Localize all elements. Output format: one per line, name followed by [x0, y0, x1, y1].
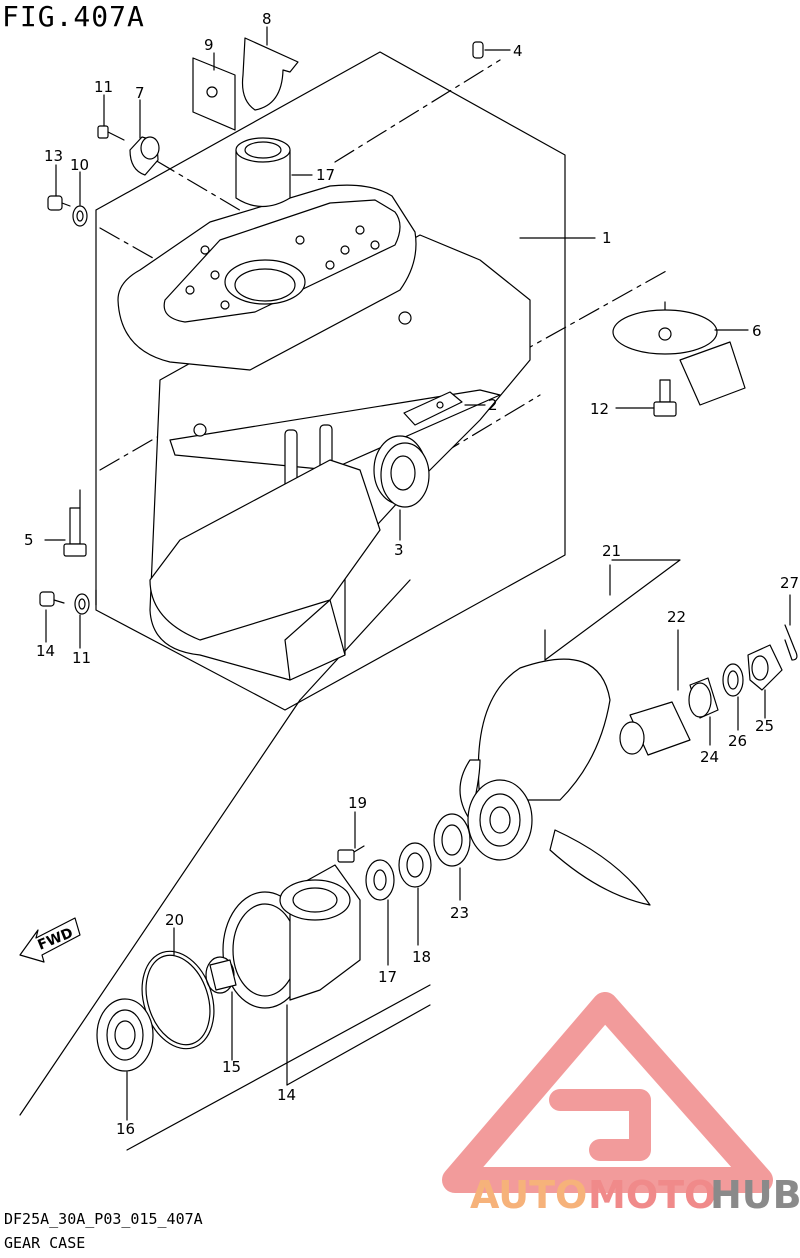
watermark-logo [442, 992, 773, 1193]
bushing [235, 137, 291, 208]
watermark-moto: MOTO [588, 1173, 716, 1217]
screw-12 [97, 125, 125, 141]
watermark-auto: AUTO [470, 1173, 587, 1217]
figure-name: GEAR CASE [4, 1234, 86, 1252]
plate-10 [192, 57, 236, 131]
callout-20: 20 [165, 911, 184, 929]
bolt-6 [63, 507, 87, 557]
cover-9 [241, 37, 299, 111]
callout-19: 19 [348, 794, 367, 812]
callout-7: 6 [752, 322, 762, 340]
nut-25 [747, 644, 783, 691]
anode-2 [403, 391, 463, 426]
callout-numbers: 1 2 17 3 4 5 6 7 8 9 10 11 11 12 13 14 1… [24, 10, 799, 1138]
spacer-24 [688, 677, 719, 719]
callout-23: 23 [450, 904, 469, 922]
callout-1: 1 [602, 229, 612, 247]
callout-6: 5 [24, 531, 34, 549]
bolt-13 [653, 379, 677, 417]
gear-case [117, 184, 531, 681]
washer-17a [398, 842, 432, 888]
bolt-14-upper [47, 195, 71, 211]
callout-5: 4 [513, 42, 523, 60]
figure-title: FIG.407A [2, 0, 145, 33]
bolt-19 [337, 845, 365, 863]
callout-2: 2 [488, 396, 498, 414]
callout-11-upper: 10 [70, 156, 89, 174]
thrust-bushing [619, 701, 691, 756]
callout-11-lower: 11 [72, 649, 91, 667]
callout-15: 14 [277, 1086, 296, 1104]
callout-26: 26 [728, 732, 747, 750]
callout-16: 15 [222, 1058, 241, 1076]
callout-22: 22 [667, 608, 686, 626]
callout-17a: 17 [378, 968, 397, 986]
bolt-14-lower [39, 591, 65, 607]
callout-14-lower: 14 [36, 642, 55, 660]
watermark-text: AUTO MOTO HUB [470, 1173, 800, 1217]
watermark-hub: HUB [710, 1173, 800, 1217]
propeller [459, 658, 651, 906]
washer-11-upper [72, 205, 88, 227]
washer-26 [722, 663, 744, 697]
fwd-arrow-icon: FWD [19, 917, 81, 963]
washer-17b [365, 859, 395, 901]
callout-9: 8 [262, 10, 272, 28]
assembly-bracket [95, 51, 566, 711]
bearing-housing [222, 864, 361, 1009]
figure-code: DF25A_30A_P03_015_407A [4, 1210, 203, 1228]
callout-leaders [44, 26, 791, 1151]
washer-23 [433, 813, 471, 867]
trim-tab [612, 309, 746, 406]
callout-17b: 18 [412, 948, 431, 966]
callout-10: 9 [204, 36, 214, 54]
callout-18: 16 [116, 1120, 135, 1138]
needle-bearing [205, 956, 237, 994]
bearing-4 [373, 435, 430, 508]
callout-24: 24 [700, 748, 719, 766]
callout-25: 25 [755, 717, 774, 735]
callout-27: 27 [780, 574, 799, 592]
grommet [129, 136, 160, 176]
callout-12: 11 [94, 78, 113, 96]
callout-4: 3 [394, 541, 404, 559]
bearing-18 [96, 998, 154, 1072]
callout-14-upper: 13 [44, 147, 63, 165]
callout-21: 21 [602, 542, 621, 560]
cotter-pin [784, 624, 798, 661]
pin-5 [472, 41, 484, 59]
leader-line [19, 699, 301, 1116]
washer-11-lower [74, 593, 90, 615]
callout-13: 12 [590, 400, 609, 418]
callout-3: 17 [316, 166, 335, 184]
callout-8: 7 [135, 84, 145, 102]
